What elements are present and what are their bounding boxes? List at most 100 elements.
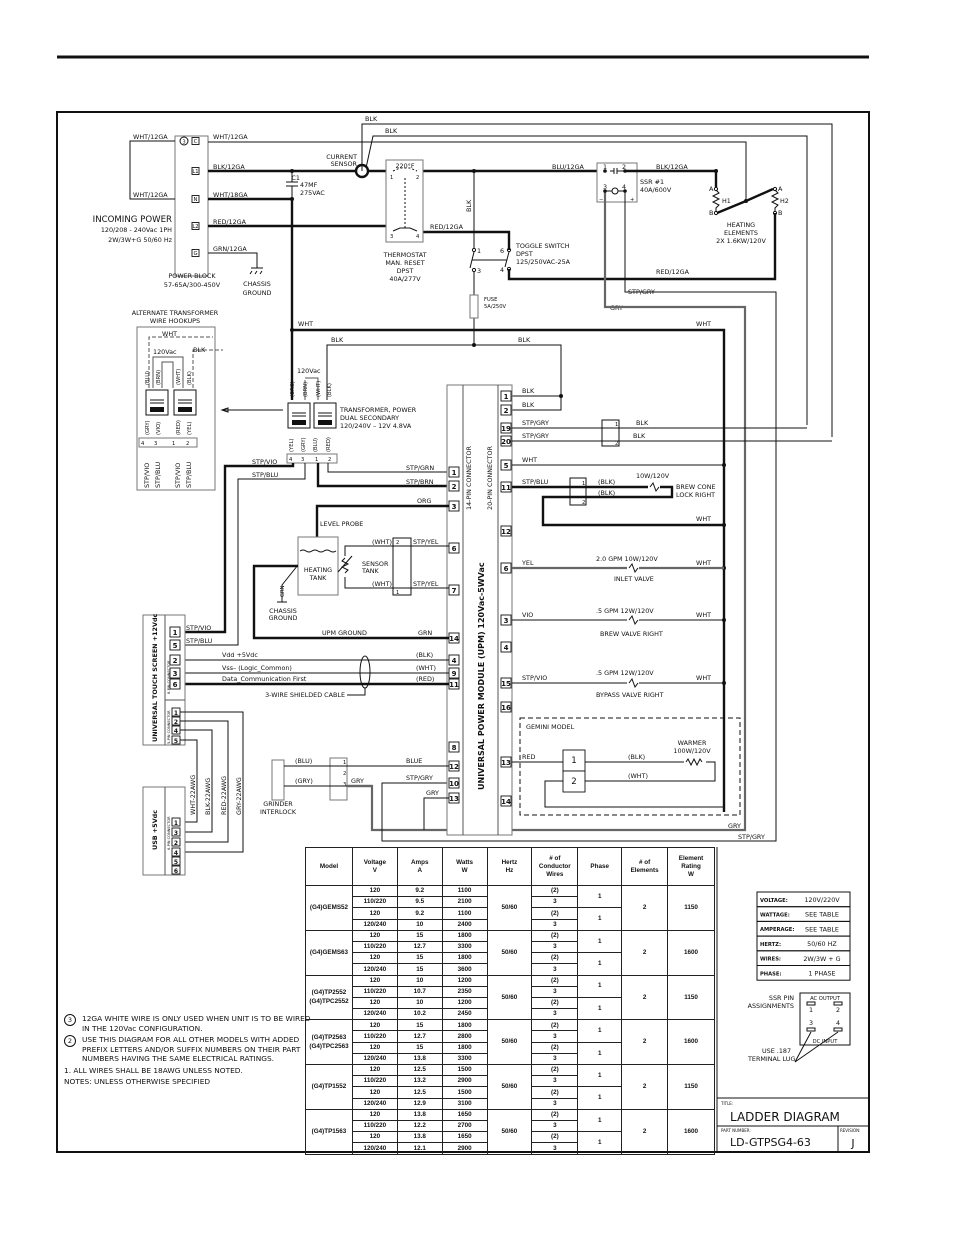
svg-text:120Vac: 120Vac — [297, 367, 321, 375]
note-text: 12GA WHITE WIRE IS ONLY USED WHEN UNIT I… — [82, 1014, 311, 1033]
upm-20pin-terminal: 14 — [501, 798, 511, 806]
svg-text:STP/VIO: STP/VIO — [186, 624, 211, 632]
svg-text:1: 1 — [390, 175, 393, 181]
upm-20pin-terminal: 13 — [501, 759, 511, 767]
conductor-wires-cell: 3 — [531, 985, 579, 998]
svg-text:6-PIN CONNECTOR: 6-PIN CONNECTOR — [167, 816, 171, 850]
svg-text:BLK: BLK — [193, 346, 206, 354]
watts-cell: 1500 — [441, 1086, 488, 1099]
touch-screen-module: UNIVERSAL TOUCH SCREEN +12Vdc 8-PIN CONN… — [142, 613, 244, 853]
svg-text:(BLU): (BLU) — [295, 757, 312, 765]
upm-20pin-terminal-box — [500, 701, 512, 713]
wire-label: BLK/12GA — [656, 163, 688, 171]
transformer: 120Vac (ORG) (BRN) (WHT) (BLK) (YEL) (GR… — [172, 367, 449, 646]
svg-text:UPM GROUND: UPM GROUND — [322, 629, 367, 637]
element-rating-cell: 1600 — [667, 1019, 715, 1065]
svg-text:BLUE: BLUE — [406, 757, 422, 765]
svg-text:120Vac: 120Vac — [153, 348, 177, 356]
title-block: TITLE: LADDER DIAGRAM PART NUMBER: LD-GT… — [716, 847, 869, 1152]
model-cell: (G4)GEMS52 — [305, 885, 353, 931]
note-marker: 3 — [64, 1014, 76, 1026]
svg-text:WHT: WHT — [522, 456, 537, 464]
notes: 3 12GA WHITE WIRE IS ONLY USED WHEN UNIT … — [64, 1014, 314, 1089]
voltage-cell: 120 — [351, 974, 398, 987]
svg-text:20-PIN CONNECTOR: 20-PIN CONNECTOR — [486, 446, 494, 510]
element-rating-cell: 1150 — [667, 885, 715, 931]
resistor-icon — [770, 189, 780, 211]
conductor-wires-cell: (2) — [531, 884, 579, 898]
svg-text:4: 4 — [622, 183, 626, 191]
phase-cell: 1 — [577, 974, 623, 998]
svg-text:STP/BLU: STP/BLU — [252, 471, 279, 479]
svg-text:STP/YEL: STP/YEL — [413, 538, 439, 546]
usb-terminal: 1 — [174, 820, 178, 827]
resistor-icon — [711, 189, 721, 211]
conductor-wires-cell: 3 — [531, 940, 579, 954]
svg-text:ASSIGNMENTS: ASSIGNMENTS — [748, 1002, 794, 1010]
usb-terminal: 4 — [174, 850, 178, 857]
svg-text:STP/GRY: STP/GRY — [522, 419, 549, 427]
heating-tank — [297, 536, 339, 596]
column-header: Hertz Hz — [486, 847, 533, 886]
svg-text:(YEL): (YEL) — [187, 422, 193, 435]
voltage-cell: 120 — [351, 1131, 398, 1144]
conductor-wires-cell: 3 — [531, 963, 579, 976]
svg-text:1: 1 — [603, 163, 607, 171]
svg-text:USB +5Vdc: USB +5Vdc — [151, 810, 159, 850]
upm-20pin-terminal: 2 — [504, 407, 509, 415]
watts-cell: 1200 — [441, 996, 488, 1010]
svg-text:2: 2 — [622, 163, 626, 171]
svg-text:H2: H2 — [780, 197, 789, 205]
svg-text:2: 2 — [416, 175, 419, 181]
usb-terminal: 3 — [174, 830, 178, 837]
column-header: Watts W — [441, 847, 488, 886]
upm-20pin-terminal: 15 — [501, 680, 511, 688]
touch-screen-8pin-terminal: 3 — [173, 670, 178, 678]
conductor-wires-cell: (2) — [531, 907, 579, 920]
svg-text:120/240V – 12V 4.8VA: 120/240V – 12V 4.8VA — [340, 422, 412, 430]
watts-cell: 3300 — [441, 940, 488, 954]
svg-text:(WHT): (WHT) — [372, 580, 392, 588]
hertz-cell: 50/60 — [486, 929, 533, 976]
note-marker: 3 — [182, 140, 185, 146]
touch-screen-8pin-terminal: 5 — [173, 642, 178, 650]
spec-key: WIRES: — [760, 957, 781, 963]
svg-text:WIRE HOOKUPS: WIRE HOOKUPS — [150, 317, 200, 325]
svg-text:3: 3 — [154, 441, 157, 447]
svg-text:1: 1 — [477, 247, 481, 255]
column-header: Phase — [577, 847, 623, 886]
svg-text:STP/GRY: STP/GRY — [522, 432, 549, 440]
usb-terminal-box — [171, 817, 181, 827]
conductor-wires-cell: 3 — [531, 1142, 579, 1155]
spec-value: 2W/3W + G — [803, 955, 840, 963]
svg-text:THERMOSTAT: THERMOSTAT — [383, 251, 427, 259]
terminal-g: G — [193, 251, 197, 257]
conductor-wires-cell: 3 — [531, 1008, 579, 1021]
upm-14pin-terminal: 2 — [452, 483, 457, 491]
svg-text:Data_Communication First: Data_Communication First — [222, 675, 307, 683]
conductor-wires-cell: (2) — [531, 1108, 579, 1121]
amps-cell: 12.1 — [396, 1142, 443, 1155]
elements-cell: 2 — [621, 1108, 669, 1155]
voltage-cell: 110/220 — [351, 1119, 398, 1133]
capacitor-icon — [286, 171, 298, 199]
capacitor-label: C1 — [291, 174, 300, 182]
element-rating-cell: 1600 — [667, 1108, 715, 1155]
svg-text:(WHT): (WHT) — [416, 664, 436, 672]
upm-20pin-terminal-box — [500, 481, 512, 493]
svg-text:STP/GRY: STP/GRY — [738, 833, 765, 841]
amps-cell: 12.9 — [396, 1097, 443, 1110]
svg-text:+: + — [630, 197, 634, 203]
conductor-wires-cell: 3 — [531, 1075, 579, 1088]
watts-cell: 1650 — [441, 1131, 488, 1144]
spec-key: HERTZ: — [760, 942, 781, 948]
amps-cell: 10.7 — [396, 985, 443, 998]
chassis-ground-label: GROUND — [243, 289, 272, 297]
svg-text:BREW VALVE RIGHT: BREW VALVE RIGHT — [600, 630, 663, 638]
